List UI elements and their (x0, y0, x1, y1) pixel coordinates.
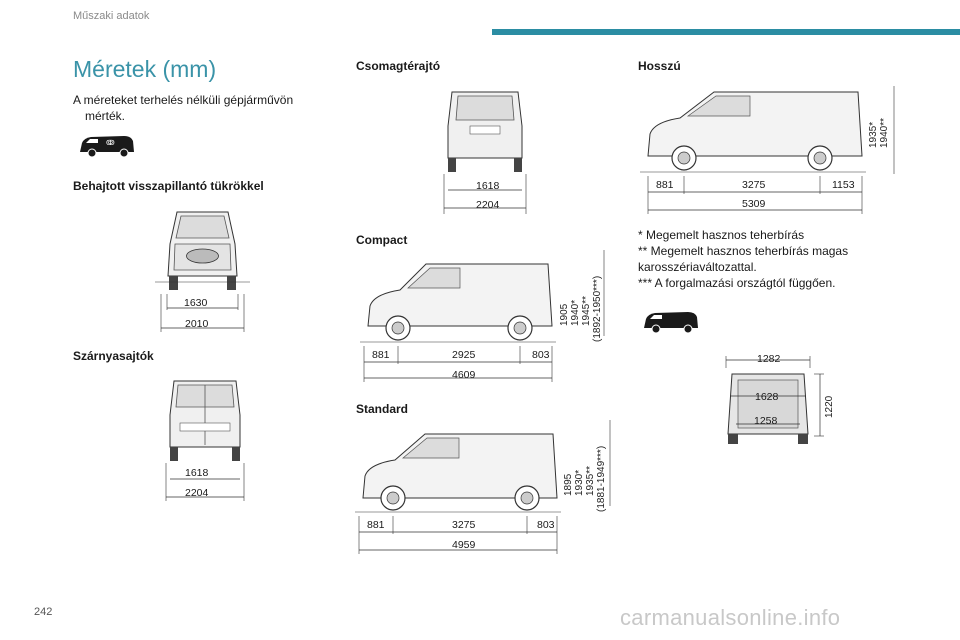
cargo-top-width: 1282 (757, 353, 781, 365)
tailgate-inner-width: 1618 (476, 180, 500, 192)
watermark: carmanualsonline.info (620, 605, 841, 630)
standard-wheelbase: 3275 (452, 519, 476, 531)
standard-total-length: 4959 (452, 539, 476, 551)
wing-doors-outer-width: 2204 (185, 487, 209, 499)
rear-view-wing-doors-figure (165, 380, 245, 501)
long-height-1: 1935* (868, 122, 879, 148)
long-total-length: 5309 (742, 198, 766, 210)
intro-line-1: A méreteket terhelés nélküli gépjárművön (73, 93, 294, 107)
footnote-2: ** Megemelt hasznos teherbírás magas (638, 244, 849, 258)
compact-front-overhang: 881 (372, 349, 390, 361)
long-front-overhang: 881 (656, 179, 674, 191)
standard-height-3: 1935** (585, 466, 596, 496)
page-title: Méretek (mm) (73, 56, 217, 82)
cargo-height: 1220 (824, 395, 835, 418)
standard-height-labels: 1895 1930* 1935** (1881-1949***) (563, 420, 611, 512)
compact-wheelbase: 2925 (452, 349, 476, 361)
section-label-wing-doors: Szárnyasajtók (73, 349, 154, 363)
rear-view-tailgate-figure (443, 91, 527, 214)
standard-rear-overhang: 803 (537, 519, 555, 531)
compact-side-view-figure (360, 263, 556, 382)
van-icon: ↂ (80, 136, 134, 158)
long-height-labels: 1935* 1940** (868, 86, 895, 174)
standard-front-overhang: 881 (367, 519, 385, 531)
long-height-2: 1940** (879, 118, 890, 148)
footnotes: * Megemelt hasznos teherbírás ** Megemel… (638, 227, 888, 291)
van-icon-right (644, 312, 698, 334)
cargo-middle-width: 1628 (755, 391, 779, 403)
standard-height-1: 1895 (563, 473, 574, 496)
cargo-bottom-width: 1258 (754, 415, 778, 427)
standard-height-4: (1881-1949***) (596, 446, 607, 512)
section-label-tailgate: Csomagtérajtó (356, 59, 441, 73)
section-label-standard: Standard (356, 402, 409, 416)
mirrors-inner-width: 1630 (184, 297, 208, 309)
compact-height-labels: 1905 1940* 1945** (1892-1950***) (559, 250, 605, 342)
page-number: 242 (34, 606, 53, 618)
compact-height-3: 1945** (581, 296, 592, 326)
compact-height-2: 1940* (570, 300, 581, 326)
section-label-compact: Compact (356, 233, 408, 247)
front-view-figure (155, 211, 250, 332)
compact-height-4: (1892-1950***) (592, 276, 603, 342)
compact-rear-overhang: 803 (532, 349, 550, 361)
standard-side-view-figure (355, 433, 561, 554)
svg-text:ↂ: ↂ (106, 139, 115, 147)
cargo-area-figure: 1220 (725, 356, 835, 444)
footnote-3: karosszériaváltozattal. (638, 260, 757, 274)
section-label-long: Hosszú (638, 59, 681, 73)
wing-doors-inner-width: 1618 (185, 467, 209, 479)
long-wheelbase: 3275 (742, 179, 766, 191)
footnote-4: *** A forgalmazási országtól függően. (638, 276, 836, 290)
long-rear-overhang: 1153 (832, 179, 855, 191)
intro-line-2: mérték. (85, 109, 126, 123)
tailgate-outer-width: 2204 (476, 199, 500, 211)
compact-total-length: 4609 (452, 369, 476, 381)
section-label-mirrors: Behajtott visszapillantó tükrökkel (73, 179, 264, 193)
intro-text: A méreteket terhelés nélküli gépjárművön… (73, 92, 313, 124)
long-side-view-figure (640, 91, 866, 214)
header-accent-bar (492, 29, 960, 35)
header-section-title: Műszaki adatok (73, 10, 150, 22)
compact-height-1: 1905 (559, 303, 570, 326)
footnote-1: * Megemelt hasznos teherbírás (638, 228, 805, 242)
standard-height-2: 1930* (574, 470, 585, 496)
mirrors-outer-width: 2010 (185, 318, 209, 330)
